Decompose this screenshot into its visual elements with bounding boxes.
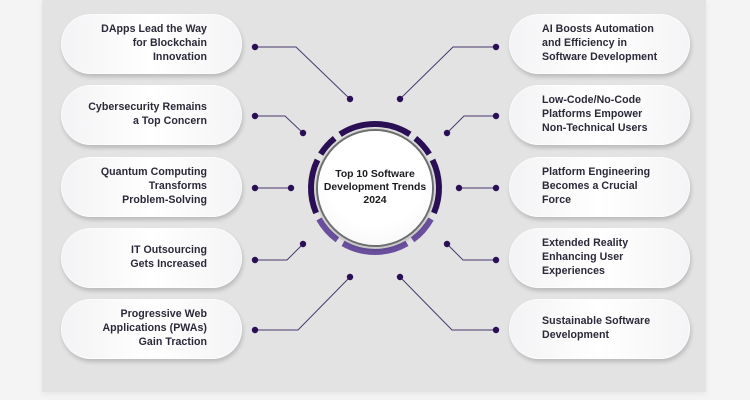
connector-dot xyxy=(287,184,295,192)
diagram-title: Top 10 Software Development Trends 2024 xyxy=(323,168,427,206)
trend-label: DApps Lead the Way for Blockchain Innova… xyxy=(101,23,207,63)
connector-dot xyxy=(251,326,259,334)
trend-card-ai-automation: AI Boosts Automation and Efficiency in S… xyxy=(509,14,690,74)
trend-card-cybersecurity: Cybersecurity Remains a Top Concern xyxy=(61,85,242,145)
connector-dot xyxy=(492,43,500,51)
connector-line xyxy=(446,243,496,261)
ring-segment xyxy=(316,217,340,243)
connector-line xyxy=(399,276,496,331)
ring-segment xyxy=(341,240,409,255)
trend-card-low-code: Low-Code/No-Code Platforms Empower Non-T… xyxy=(509,85,690,145)
trend-label: Quantum Computing Transforms Problem-Sol… xyxy=(100,166,207,206)
connector-line xyxy=(255,115,304,134)
connector-dot xyxy=(396,95,404,103)
trend-card-quantum-computing: Quantum Computing Transforms Problem-Sol… xyxy=(61,157,242,217)
connector-line xyxy=(446,115,496,134)
connector-line xyxy=(255,243,304,261)
ring-segment xyxy=(318,135,337,156)
connector-dot xyxy=(251,184,259,192)
connector-dot xyxy=(492,326,500,334)
connector-dot xyxy=(299,240,307,248)
connector-line xyxy=(399,46,496,100)
trend-card-extended-reality: Extended Reality Enhancing User Experien… xyxy=(509,228,690,288)
connector-dot xyxy=(492,112,500,120)
trend-label: Progressive Web Applications (PWAs) Gain… xyxy=(102,308,207,348)
trend-card-pwas: Progressive Web Applications (PWAs) Gain… xyxy=(61,299,242,359)
trend-label: IT Outsourcing Gets Increased xyxy=(130,244,207,270)
center-hub: Top 10 Software Development Trends 2024 xyxy=(318,131,432,245)
trend-label: Extended Reality Enhancing User Experien… xyxy=(542,237,629,277)
connector-dot xyxy=(346,95,354,103)
connector-line xyxy=(255,46,351,100)
connectors xyxy=(251,43,500,334)
ring-segment xyxy=(429,158,442,215)
trend-label: Sustainable Software Development xyxy=(542,315,651,341)
connector-dot xyxy=(299,129,307,137)
ring-segment xyxy=(308,158,321,215)
ring-segment xyxy=(410,217,434,243)
trend-card-it-outsourcing: IT Outsourcing Gets Increased xyxy=(61,228,242,288)
trend-label: Cybersecurity Remains a Top Concern xyxy=(88,101,207,127)
trend-card-dapps: DApps Lead the Way for Blockchain Innova… xyxy=(61,14,242,74)
ring-segment xyxy=(338,120,412,137)
connector-dot xyxy=(251,256,259,264)
connector-line xyxy=(255,276,351,331)
connector-dot xyxy=(455,184,463,192)
connector-dot xyxy=(251,43,259,51)
trend-label: Low-Code/No-Code Platforms Empower Non-T… xyxy=(542,94,648,134)
connector-dot xyxy=(492,256,500,264)
connector-dot xyxy=(492,184,500,192)
ring-segment xyxy=(413,135,432,156)
progress-ring xyxy=(308,120,442,255)
trend-label: Platform Engineering Becomes a Crucial F… xyxy=(542,166,651,206)
connector-dot xyxy=(396,273,404,281)
trend-label: AI Boosts Automation and Efficiency in S… xyxy=(542,23,658,63)
connector-dot xyxy=(346,273,354,281)
connector-dot xyxy=(251,112,259,120)
trend-card-platform-engineering: Platform Engineering Becomes a Crucial F… xyxy=(509,157,690,217)
connector-dot xyxy=(443,129,451,137)
connector-dot xyxy=(443,240,451,248)
trend-card-sustainable-software: Sustainable Software Development xyxy=(509,299,690,359)
